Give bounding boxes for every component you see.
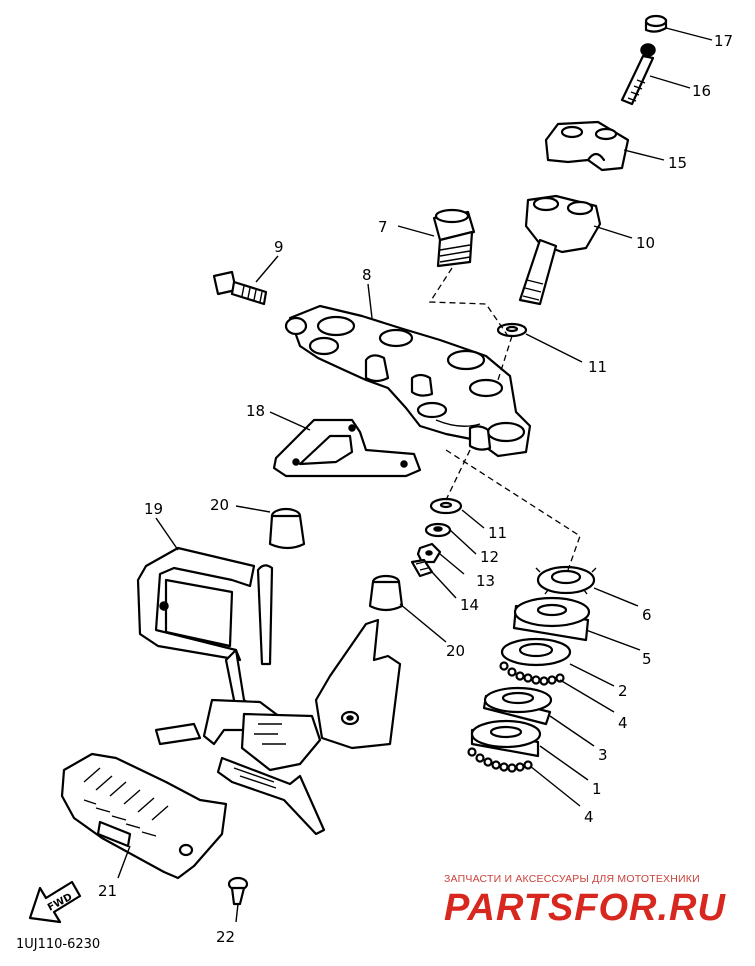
label-17: 17 [714, 32, 733, 50]
label-10: 10 [636, 234, 655, 252]
part-20-lower-damper [368, 574, 404, 612]
label-2: 2 [618, 682, 628, 700]
part-12-washer [424, 522, 452, 538]
label-20-lower: 20 [446, 642, 465, 660]
label-3: 3 [598, 746, 608, 764]
label-22: 22 [216, 928, 235, 946]
leader-lines [117, 27, 713, 923]
watermark-tagline: ЗАПЧАСТИ И АКСЕССУАРЫ ДЛЯ МОТОТЕХНИКИ [444, 873, 700, 885]
part-11-upper-washer [496, 322, 528, 338]
part-10-lower-holder [518, 194, 602, 306]
label-20-upper: 20 [210, 496, 229, 514]
part-1-lower-race [470, 719, 542, 758]
label-16: 16 [692, 82, 711, 100]
label-21: 21 [98, 882, 117, 900]
part-7-crown-bolt [432, 208, 476, 268]
watermark: ЗАПЧАСТИ И АКСЕССУАРЫ ДЛЯ МОТОТЕХНИКИ PA… [444, 873, 726, 929]
part-22-screw [227, 876, 249, 906]
part-18-bracket [272, 418, 422, 478]
part-21-cover [60, 752, 228, 880]
label-14: 14 [460, 596, 479, 614]
part-labels: 17 16 15 10 7 9 8 11 18 11 20 19 12 13 1… [98, 32, 733, 946]
part-5-dust-cover [512, 596, 591, 642]
label-6: 6 [642, 606, 652, 624]
label-11-lower: 11 [488, 524, 507, 542]
part-19-headlight-stay [136, 546, 326, 836]
part-15-upper-holder [544, 120, 630, 172]
label-5: 5 [642, 650, 652, 668]
label-4-upper: 4 [618, 714, 628, 732]
part-11-lower-washer [429, 497, 463, 515]
label-15: 15 [668, 154, 687, 172]
label-1: 1 [592, 780, 602, 798]
label-4-lower: 4 [584, 808, 594, 826]
part-4-lower-balls [467, 747, 533, 773]
part-17-cap-nut [644, 14, 668, 33]
part-3-race [482, 686, 553, 726]
label-13: 13 [476, 572, 495, 590]
part-8-under-bracket [284, 304, 532, 458]
part-19-mount-plate [314, 618, 402, 750]
label-7: 7 [378, 218, 388, 236]
label-8: 8 [362, 266, 372, 284]
label-12: 12 [480, 548, 499, 566]
part-20-upper-damper [268, 507, 306, 550]
part-13-nut [416, 542, 442, 564]
fwd-arrow-icon: FWD [28, 880, 82, 924]
label-11-upper: 11 [588, 358, 607, 376]
label-9: 9 [274, 238, 284, 256]
diagram-code: 1UJ110-6230 [16, 937, 100, 952]
part-6-ring-nut [535, 565, 597, 595]
label-19: 19 [144, 500, 163, 518]
part-9-bolt [212, 270, 268, 306]
watermark-brand: PARTSFOR.RU [444, 887, 726, 929]
label-18: 18 [246, 402, 265, 420]
part-16-bolt [620, 43, 656, 106]
part-2-upper-race [500, 637, 572, 667]
assembly-lines [428, 267, 581, 571]
part-4-upper-balls [499, 661, 565, 686]
